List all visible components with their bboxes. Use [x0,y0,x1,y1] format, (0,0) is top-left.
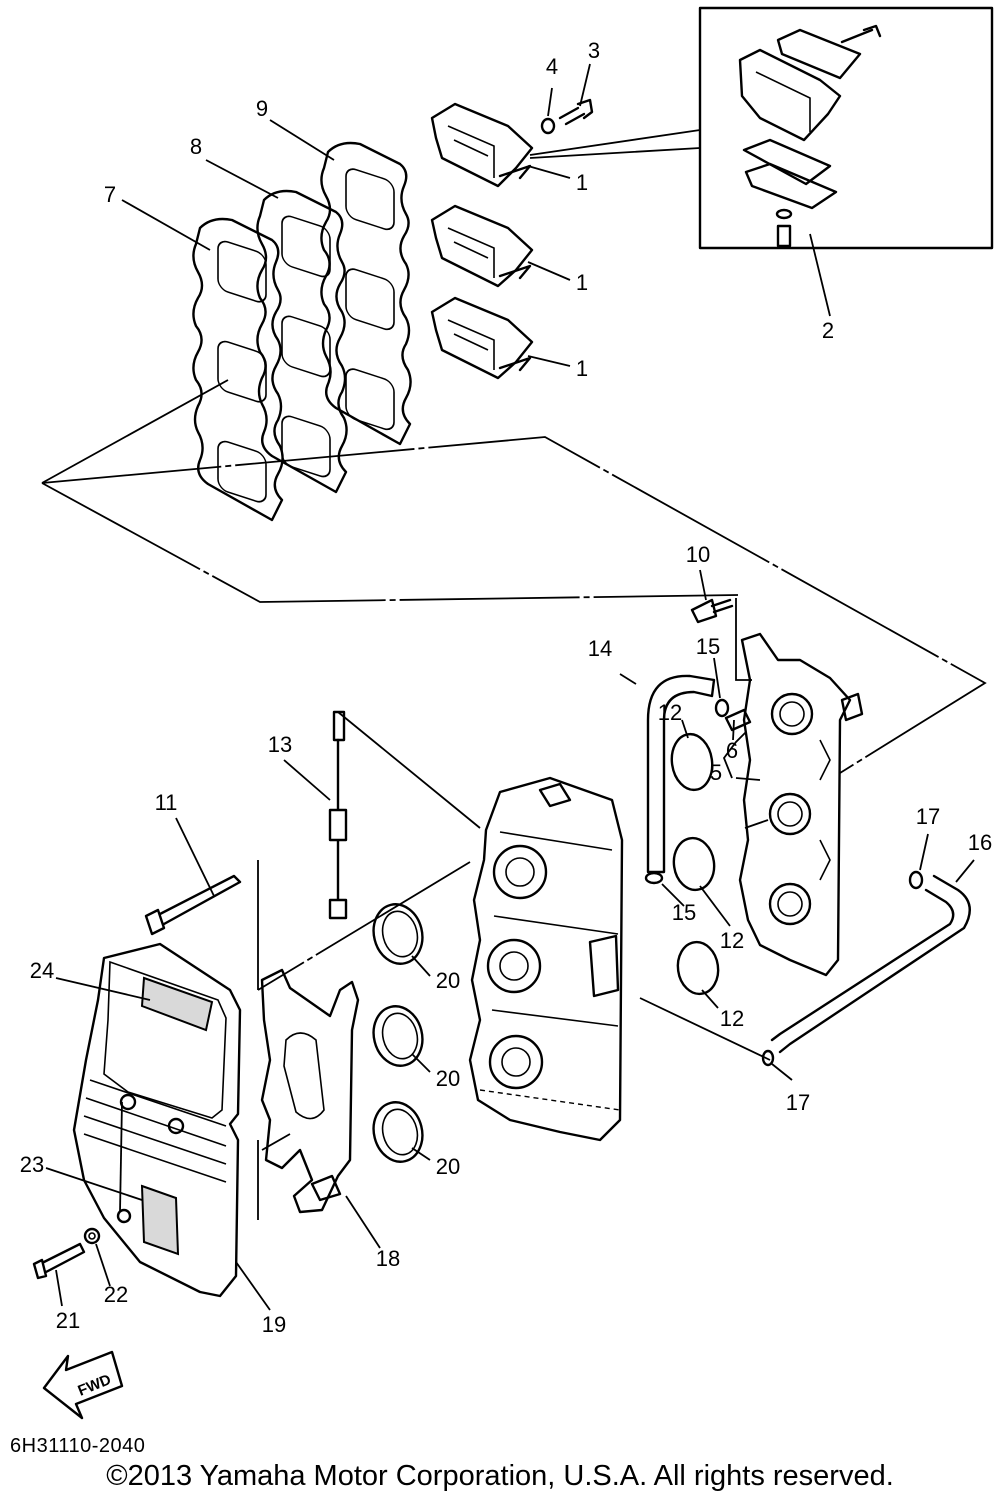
callout-16: 16 [968,830,992,855]
callout-4: 4 [546,54,558,79]
callout-1-middle: 1 [576,270,588,295]
hose-16[interactable] [770,874,971,1054]
label-23[interactable] [140,1184,180,1256]
callout-numbers: 1 1 1 2 3 4 5 6 7 8 9 10 11 12 12 12 13 … [20,38,992,1337]
washer-4[interactable] [540,117,556,135]
gasket-8[interactable] [256,189,348,494]
callout-5: 5 [710,760,722,785]
callout-20-middle: 20 [436,1066,460,1091]
callout-11: 11 [155,790,178,815]
fwd-label: FWD [76,1371,114,1400]
clip-15-lower[interactable] [644,871,664,885]
link-rod-13[interactable] [328,710,348,920]
callout-24: 24 [30,958,54,983]
callout-14: 14 [588,636,612,661]
callout-15-lower: 15 [672,900,696,925]
clip-17-upper[interactable] [908,870,924,890]
gasket-7[interactable] [192,217,284,522]
reed-valve-assembly-top[interactable] [430,102,534,188]
reed-valve-detail-inset [529,6,994,250]
callout-23: 23 [20,1152,44,1177]
callout-10: 10 [686,542,710,567]
washer-22[interactable] [83,1227,101,1245]
label-24[interactable] [140,976,214,1032]
hose-14[interactable] [646,674,716,874]
seal-20-middle[interactable] [367,1001,428,1071]
callout-12-middle: 12 [720,928,744,953]
callout-18: 18 [376,1246,400,1271]
callout-19: 19 [262,1312,286,1337]
callout-22: 22 [104,1282,128,1307]
seal-20-top[interactable] [367,899,428,969]
callout-20-bottom: 20 [436,1154,460,1179]
bolt-10[interactable] [690,598,734,624]
screw-21[interactable] [32,1242,86,1280]
screw-3[interactable] [558,98,594,126]
callout-21: 21 [56,1308,80,1333]
callout-7: 7 [104,182,116,207]
o-ring-12-middle[interactable] [671,835,718,892]
seal-20-bottom[interactable] [367,1097,428,1167]
clip-15-upper[interactable] [714,698,730,718]
carburetor-assembly[interactable] [468,776,624,1142]
upper-assembly-frame [41,436,987,774]
gasket-bracket-18[interactable] [260,968,360,1214]
o-ring-12-bottom[interactable] [675,939,722,996]
silencer-cover-19[interactable] [72,942,242,1298]
callout-17-upper: 17 [916,804,940,829]
reed-valve-assembly-bottom[interactable] [430,296,534,380]
callout-20-top: 20 [436,968,460,993]
copyright-notice: ©2013 Yamaha Motor Corporation, U.S.A. A… [106,1460,894,1492]
lower-assembly-frame [257,860,771,1220]
gasket-9[interactable] [320,141,412,446]
forward-direction-arrow: FWD [42,1350,124,1420]
callout-9: 9 [256,96,268,121]
bolt-11[interactable] [144,874,242,936]
callout-2: 2 [822,318,834,343]
intake-manifold[interactable] [738,632,864,977]
diagram-code: 6H31110-2040 [10,1435,146,1457]
o-ring-12-top[interactable] [668,731,715,792]
callout-13: 13 [268,732,292,757]
leader-lines [41,63,975,1311]
callout-17-lower: 17 [786,1090,810,1115]
callout-15-upper: 15 [696,634,720,659]
callout-3: 3 [588,38,600,63]
dowel-pin-6[interactable] [724,708,752,732]
callout-1-bottom: 1 [576,356,588,381]
callout-6: 6 [726,738,738,763]
callout-8: 8 [190,134,202,159]
callout-1-top: 1 [576,170,588,195]
reed-valve-assembly-middle[interactable] [430,204,534,288]
clip-17-lower[interactable] [761,1049,775,1067]
callout-12-top: 12 [658,700,682,725]
callout-12-bottom: 12 [720,1006,744,1031]
